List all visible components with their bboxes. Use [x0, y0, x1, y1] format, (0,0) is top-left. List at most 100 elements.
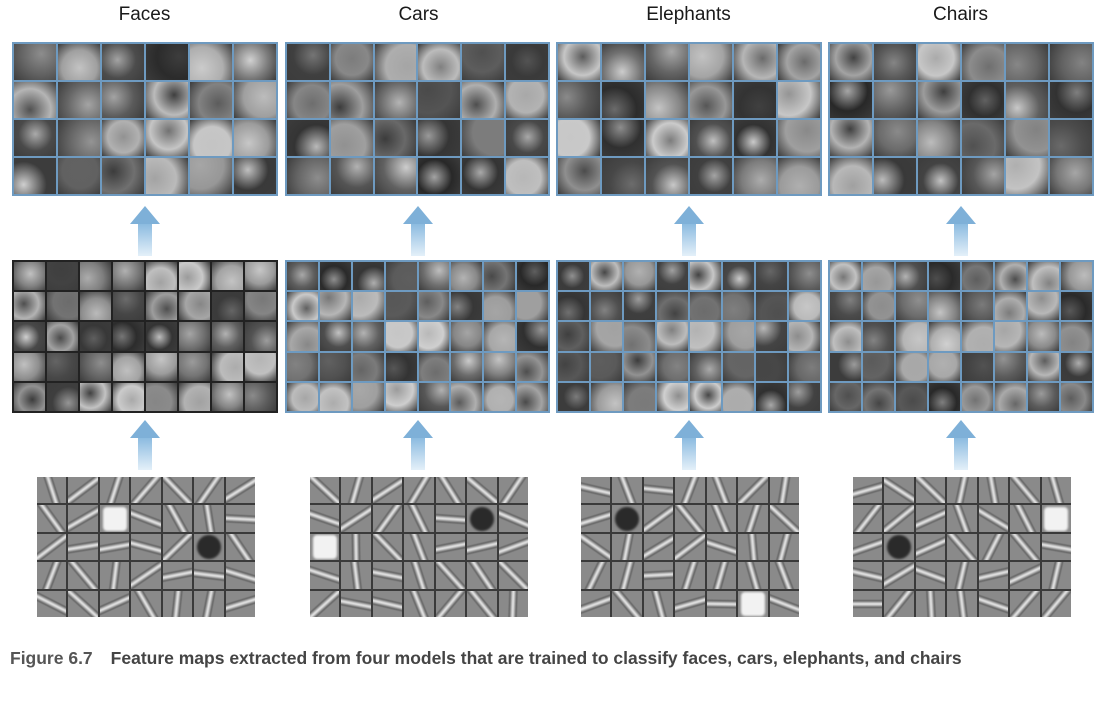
edge-stroke [68, 505, 98, 532]
edge-stroke [978, 566, 1009, 584]
edge-filter-tile [498, 562, 528, 589]
edge-stroke [194, 477, 224, 504]
edge-filter-tile [947, 590, 977, 617]
feature-tile [1028, 262, 1059, 291]
edge-stroke [131, 562, 161, 589]
feature-tile [102, 44, 144, 80]
low-level-features-faces [37, 477, 255, 617]
edge-filter-tile [769, 590, 799, 617]
edge-filter-tile [581, 505, 611, 532]
edge-stroke [925, 590, 936, 617]
edge-filter-tile [341, 477, 371, 504]
edge-filter-tile [915, 533, 946, 561]
feature-tile [1006, 120, 1048, 156]
edge-stroke [37, 505, 67, 532]
feature-tile [962, 158, 1004, 194]
edge-filter-tile [612, 533, 642, 561]
edge-filter-tile [162, 477, 193, 504]
figure-caption-text: Feature maps extracted from four models … [110, 648, 962, 668]
feature-tile [418, 262, 450, 291]
feature-tile [1050, 120, 1092, 156]
edge-filter-tile [372, 590, 403, 617]
edge-stroke [643, 484, 674, 497]
feature-tile [874, 82, 916, 118]
edge-filter-tile [1010, 590, 1040, 617]
edge-filter-tile [706, 477, 737, 504]
edge-filter-tile [978, 533, 1009, 561]
feature-tile [80, 382, 111, 411]
feature-tile [451, 322, 483, 351]
edge-filter-tile [1010, 562, 1040, 589]
feature-tile [756, 292, 787, 321]
edge-stroke [1047, 562, 1065, 589]
feature-tile [624, 382, 655, 411]
edge-stroke [853, 599, 883, 608]
feature-tile [929, 322, 960, 351]
feature-tile [624, 322, 655, 351]
feature-tile [1028, 322, 1059, 351]
feature-tile [14, 352, 45, 381]
feature-tile [47, 292, 78, 321]
edge-filter-tile [947, 562, 977, 589]
edge-filter-tile [915, 562, 946, 589]
edge-stroke [619, 533, 635, 561]
feature-tile [756, 382, 787, 411]
edge-filter-tile [947, 533, 977, 561]
edge-stroke [1010, 590, 1040, 617]
feature-tile [723, 382, 754, 411]
feature-tile [330, 158, 373, 194]
feature-tile [1061, 382, 1092, 411]
feature-tile [1061, 352, 1092, 381]
feature-tile [558, 44, 600, 80]
mid-level-features-cars [285, 260, 550, 413]
feature-tile [602, 44, 644, 80]
feature-tile [1028, 292, 1059, 321]
blob-filter [1044, 506, 1069, 531]
edge-filter-tile [341, 505, 371, 532]
feature-tile [756, 262, 787, 291]
edge-stroke [951, 505, 973, 532]
edge-stroke [769, 505, 799, 532]
low-level-features-chairs [853, 477, 1071, 617]
edge-filter-tile [310, 477, 340, 504]
arrow-up-icon [674, 206, 704, 256]
feature-tile [657, 292, 688, 321]
feature-tile [830, 120, 872, 156]
edge-stroke [467, 477, 497, 504]
edge-filter-tile [643, 477, 674, 504]
feature-tile [330, 120, 373, 156]
feature-tile [352, 382, 384, 411]
feature-tile [102, 158, 144, 194]
arrow-up-icon [946, 420, 976, 470]
feature-tile [863, 322, 894, 351]
feature-tile [102, 82, 144, 118]
edge-stroke [162, 567, 193, 584]
column-title-chairs: Chairs [933, 4, 988, 25]
edge-stroke [884, 562, 914, 589]
feature-tile [778, 44, 820, 80]
feature-tile [287, 322, 318, 351]
edge-stroke [68, 477, 98, 504]
edge-stroke [777, 477, 792, 504]
feature-tile [646, 120, 688, 156]
edge-filter-tile [643, 505, 674, 532]
feature-tile [558, 82, 600, 118]
edge-filter-tile [37, 477, 67, 504]
feature-tile [385, 322, 417, 351]
edge-filter-tile [581, 533, 611, 561]
edge-filter-tile [1010, 505, 1040, 532]
feature-tile [962, 262, 993, 291]
edge-stroke [407, 590, 431, 617]
high-level-features-chairs [828, 42, 1094, 196]
edge-stroke [1041, 590, 1071, 617]
feature-tile [1050, 82, 1092, 118]
edge-filter-tile [404, 562, 434, 589]
feature-tile [962, 352, 993, 381]
feature-tile [190, 158, 232, 194]
edge-stroke [68, 562, 98, 589]
feature-tile [1050, 44, 1092, 80]
feature-tile [190, 120, 232, 156]
edge-stroke [37, 533, 67, 561]
feature-tile [962, 44, 1004, 80]
edge-stroke [164, 505, 191, 532]
